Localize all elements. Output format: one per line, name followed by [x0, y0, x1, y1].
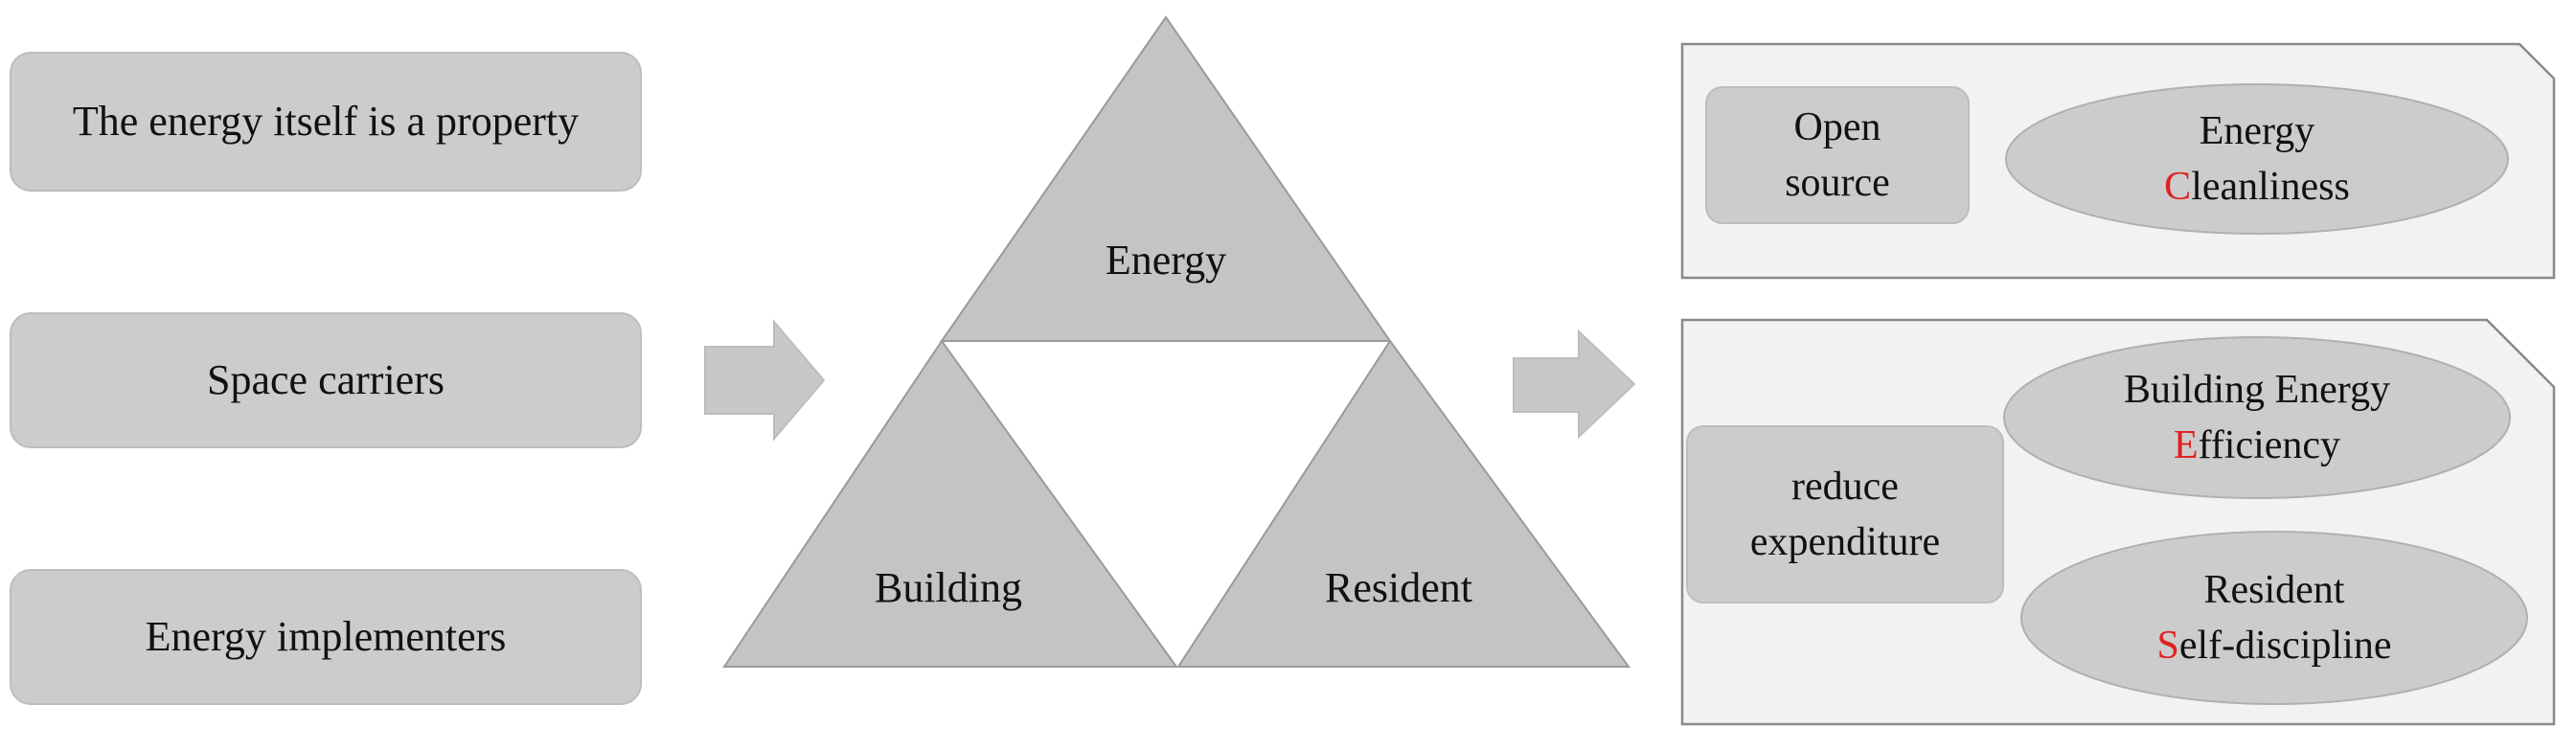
triangle-label-building: Building [874, 564, 1023, 611]
box-open-source-line1: Open [1793, 105, 1881, 149]
ellipse-building-energy-efficiency-line1: Building Energy [2123, 368, 2391, 412]
ellipse-resident-self-discipline-text: Resident Self-discipline [2016, 529, 2533, 707]
ellipse-building-energy-efficiency-line2: Efficiency [2174, 418, 2340, 473]
arrow-right-icon [704, 319, 826, 442]
left-box-space-carriers-label: Space carriers [207, 356, 445, 403]
left-box-energy-implementers-label: Energy implementers [145, 613, 507, 660]
left-box-space-carriers: Space carriers [10, 312, 642, 448]
highlight-letter-e: E [2173, 423, 2199, 467]
arrow-right-icon [1513, 329, 1636, 440]
ellipse-energy-cleanliness-rest: leanliness [2191, 165, 2350, 209]
left-box-energy-implementers: Energy implementers [10, 569, 642, 705]
triangle-energy [940, 15, 1392, 342]
triangle-building [722, 339, 1178, 668]
triangle-label-resident: Resident [1325, 564, 1472, 611]
triangle-resident [1176, 339, 1630, 668]
ellipse-building-energy-efficiency [2003, 336, 2511, 499]
box-open-source: Open source [1705, 86, 1970, 224]
ellipse-energy-cleanliness-text: Energy Cleanliness [1998, 80, 2516, 238]
left-box-energy-property-label: The energy itself is a property [72, 98, 580, 145]
ellipse-resident-self-discipline-line2: Self-discipline [2157, 618, 2392, 673]
ellipse-energy-cleanliness-line1: Energy [2199, 109, 2315, 153]
ellipse-energy-cleanliness [2005, 83, 2509, 235]
left-box-energy-property: The energy itself is a property [10, 52, 642, 192]
box-reduce-expenditure-line2: expenditure [1749, 520, 1941, 564]
triangle-label-energy: Energy [1105, 237, 1227, 284]
ellipse-resident-self-discipline-rest: elf-discipline [2178, 624, 2392, 668]
ellipse-resident-self-discipline-line1: Resident [2203, 568, 2345, 612]
ellipse-energy-cleanliness-line2: Cleanliness [2164, 159, 2350, 215]
box-reduce-expenditure: reduce expenditure [1686, 425, 2004, 603]
highlight-letter-s: S [2156, 624, 2179, 668]
box-reduce-expenditure-line1: reduce [1791, 465, 1899, 509]
ellipse-resident-self-discipline [2020, 531, 2528, 705]
box-open-source-line2: source [1785, 161, 1890, 205]
highlight-letter-c: C [2164, 165, 2192, 209]
ellipse-building-energy-efficiency-text: Building Energy Efficiency [1998, 335, 2516, 500]
ellipse-building-energy-efficiency-rest: fficiency [2198, 423, 2341, 467]
